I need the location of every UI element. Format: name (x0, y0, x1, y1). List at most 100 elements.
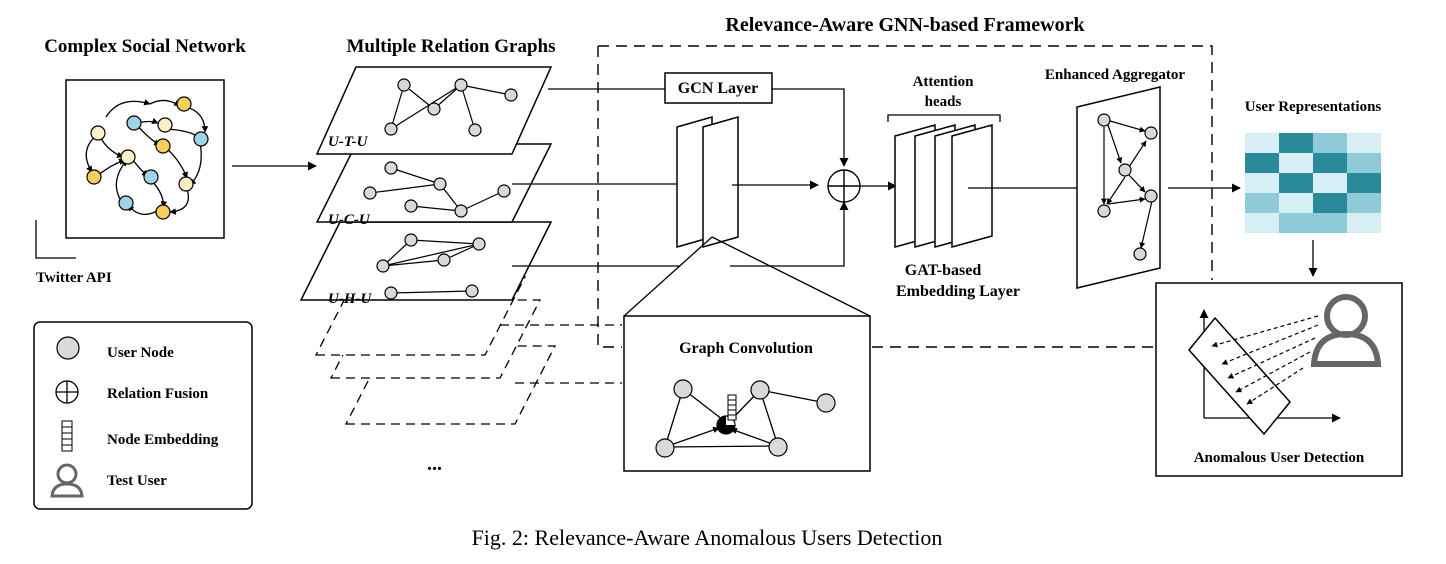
complex-social-network-title: Complex Social Network (44, 36, 246, 57)
heatmap-cell (1347, 173, 1381, 193)
heatmap-cell (1347, 213, 1381, 233)
user-node (465, 284, 479, 298)
relation-fusion-icon (55, 380, 79, 404)
social-network-box (65, 79, 225, 239)
twitter-api-label: Twitter API (36, 270, 112, 286)
relation-label-utu: U-T-U (328, 134, 369, 150)
user-node (193, 131, 209, 147)
relation-plane-ucu: U-C-U (315, 143, 553, 228)
anomalous-detection-label: Anomalous User Detection (1194, 450, 1365, 466)
user-node (454, 204, 468, 218)
test-user-icon (1310, 294, 1382, 367)
user-node (120, 149, 136, 165)
user-node (384, 286, 398, 300)
heatmap-cell (1313, 173, 1347, 193)
user-node (384, 161, 398, 175)
user-node (468, 123, 482, 137)
gat-label-1: GAT-based (905, 262, 982, 279)
attention-heads-label-1: Attention (913, 74, 974, 90)
zoom-lines (623, 236, 871, 317)
user-node (454, 78, 468, 92)
framework-title: Relevance-Aware GNN-based Framework (725, 14, 1085, 36)
test-user-legend-icon (50, 463, 84, 498)
node-embedding-icon (61, 420, 73, 452)
heatmap-cell (1245, 173, 1279, 193)
user-node (157, 117, 173, 133)
user-node (433, 177, 447, 191)
relation-label-uhu: U-H-U (328, 291, 372, 307)
user-node-icon (56, 336, 80, 360)
user-node (155, 138, 171, 154)
heatmap-cell (1279, 153, 1313, 173)
user-node (816, 393, 836, 413)
user-node (178, 176, 194, 192)
gcn-sheets (676, 116, 739, 248)
heatmap-cell (1347, 153, 1381, 173)
user-node (768, 437, 788, 457)
plane-to-fusion-lines (512, 88, 849, 267)
graph-convolution-box: Graph Convolution (623, 315, 871, 472)
twitter-api-corner (35, 220, 76, 259)
user-node (176, 96, 192, 112)
user-representations-heatmap (1245, 133, 1381, 233)
legend: User Node Relation Fusion Node Embedding… (33, 321, 253, 510)
enhanced-aggregator-label: Enhanced Aggregator (1045, 67, 1185, 83)
user-node (1118, 163, 1132, 177)
enhanced-aggregator-sheet (1076, 86, 1161, 289)
heatmap-cell (1245, 133, 1279, 153)
heatmap-cell (1313, 193, 1347, 213)
user-node (1097, 204, 1111, 218)
heatmap-cell (1313, 133, 1347, 153)
target-node-embedded (716, 394, 737, 435)
user-node (86, 169, 102, 185)
legend-user-node: User Node (107, 345, 174, 361)
user-node (155, 204, 171, 220)
heatmap-cell (1245, 193, 1279, 213)
user-node (1097, 113, 1111, 127)
graph-convolution-label: Graph Convolution (679, 340, 813, 357)
user-node (1144, 126, 1158, 140)
user-node (673, 379, 693, 399)
user-node (376, 259, 390, 273)
gcn-layer-label: GCN Layer (678, 80, 758, 97)
relation-plane-utu: U-T-U (315, 66, 553, 155)
legend-relation-fusion: Relation Fusion (107, 386, 209, 402)
relation-label-ucu: U-C-U (328, 212, 371, 228)
user-representations-label: User Representations (1245, 99, 1382, 115)
heatmap-cell (1279, 213, 1313, 233)
heatmap-cell (1347, 193, 1381, 213)
attention-head-sheets (894, 124, 993, 248)
gat-label-2: Embedding Layer (896, 283, 1020, 300)
attention-heads-bracket (887, 114, 1001, 122)
user-node (1144, 189, 1158, 203)
heatmap-cell (1279, 133, 1313, 153)
framework-box (597, 45, 1213, 348)
legend-node-embedding: Node Embedding (107, 432, 219, 448)
relation-plane-uhu: U-H-U (299, 221, 553, 307)
multiple-relation-graphs-title: Multiple Relation Graphs (346, 36, 555, 57)
user-node (384, 122, 398, 136)
user-node (363, 186, 377, 200)
user-node (404, 233, 418, 247)
heatmap-cell (1313, 213, 1347, 233)
user-node (118, 195, 134, 211)
user-node (655, 438, 675, 458)
user-node (404, 199, 418, 213)
heatmap-cell (1245, 213, 1279, 233)
detection-dashed-arrows (1211, 315, 1319, 405)
heatmap-cell (1279, 173, 1313, 193)
heatmap-cell (1279, 193, 1313, 213)
user-node (437, 253, 451, 267)
social-network-nodes (86, 96, 209, 220)
attention-heads-label-2: heads (925, 94, 962, 110)
user-node (143, 169, 159, 185)
user-node (1133, 247, 1147, 261)
ellipsis: ... (427, 453, 442, 475)
heatmap-cell (1245, 153, 1279, 173)
user-node (427, 102, 441, 116)
relation-fusion-symbol (827, 169, 861, 203)
heatmap-cell (1313, 153, 1347, 173)
user-node (90, 125, 106, 141)
user-node (397, 78, 411, 92)
